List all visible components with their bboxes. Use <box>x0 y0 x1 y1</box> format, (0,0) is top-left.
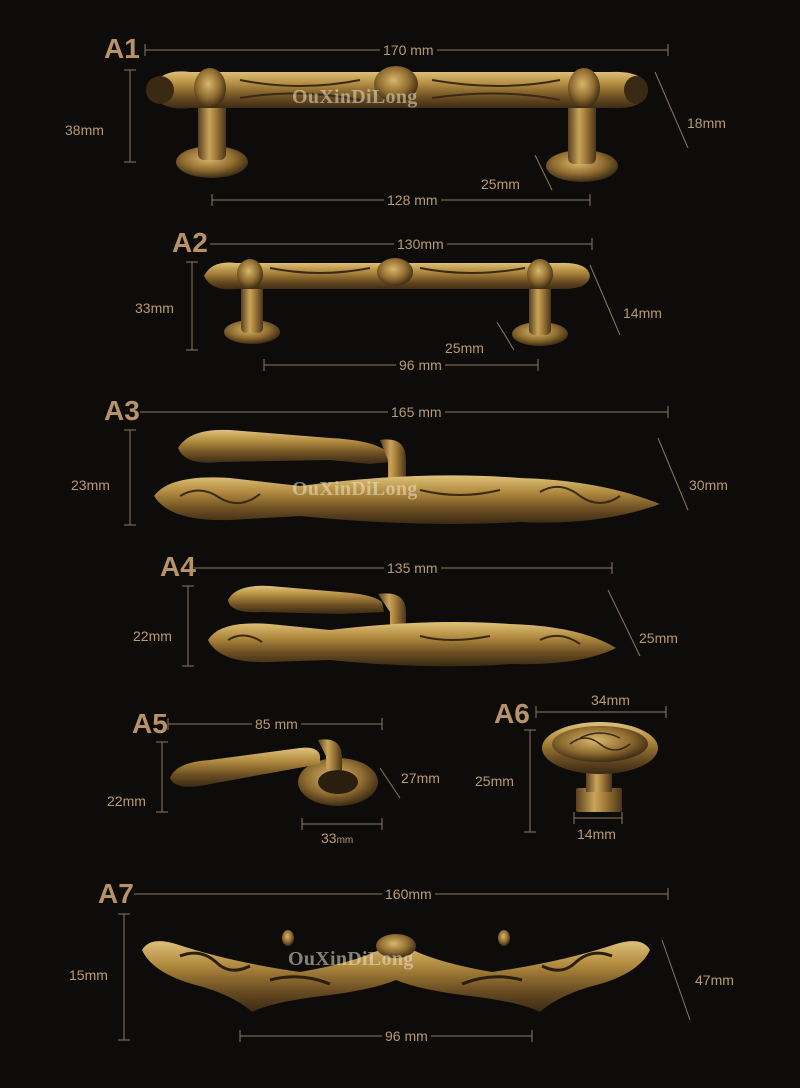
label-a4: A4 <box>160 551 196 582</box>
dim-a4-depth: 25mm <box>636 630 681 646</box>
dim-a6-height: 25mm <box>472 773 517 789</box>
dim-a1-length: 170 mm <box>380 42 437 58</box>
label-a7: A7 <box>98 878 134 909</box>
dim-a6-width: 34mm <box>588 692 633 708</box>
dim-a5-base-width-value: 33 <box>321 830 337 846</box>
label-a2: A2 <box>172 227 208 258</box>
label-a3: A3 <box>104 395 140 426</box>
handle-a2 <box>204 258 590 346</box>
dim-a4-length: 135 mm <box>384 560 441 576</box>
dim-a5-base-width-unit: mm <box>336 835 354 846</box>
dim-a7-height: 15mm <box>66 967 111 983</box>
dim-a1-hole-spacing: 128 mm <box>384 192 441 208</box>
dim-a1-depth: 18mm <box>684 115 729 131</box>
dim-a3-depth: 30mm <box>686 477 731 493</box>
watermark: OuXinDiLong <box>292 478 418 500</box>
dim-a7-depth: 47mm <box>692 972 737 988</box>
dim-a2-length: 130mm <box>394 236 447 252</box>
dim-a5-depth: 27mm <box>398 770 443 786</box>
handle-a7 <box>142 930 650 1012</box>
label-a1: A1 <box>104 33 140 64</box>
dim-a5-length: 85 mm <box>252 716 301 732</box>
knob-a6 <box>542 722 658 812</box>
dim-a5-base-width: 33mm <box>318 830 357 846</box>
dim-a2-height: 33mm <box>132 300 177 316</box>
dim-a3-height: 23mm <box>68 477 113 493</box>
handle-a4 <box>208 585 616 667</box>
handle-a5 <box>170 739 378 806</box>
dim-a7-length: 160mm <box>382 886 435 902</box>
dim-a2-base: 25mm <box>442 340 487 356</box>
watermark: OuXinDiLong <box>292 86 418 108</box>
dim-a4-height: 22mm <box>130 628 175 644</box>
handle-a1 <box>146 66 648 182</box>
dim-a5-height: 22mm <box>104 793 149 809</box>
dim-a7-hole-spacing: 96 mm <box>382 1028 431 1044</box>
dim-a1-height: 38mm <box>62 122 107 138</box>
label-a5: A5 <box>132 708 168 739</box>
dim-a6-base: 14mm <box>574 826 619 842</box>
dim-a3-length: 165 mm <box>388 404 445 420</box>
dim-a2-depth: 14mm <box>620 305 665 321</box>
handle-a3 <box>154 429 660 524</box>
dim-a1-base: 25mm <box>478 176 523 192</box>
watermark: OuXinDiLong <box>288 948 414 970</box>
label-a6: A6 <box>494 698 530 729</box>
dim-a2-hole-spacing: 96 mm <box>396 357 445 373</box>
